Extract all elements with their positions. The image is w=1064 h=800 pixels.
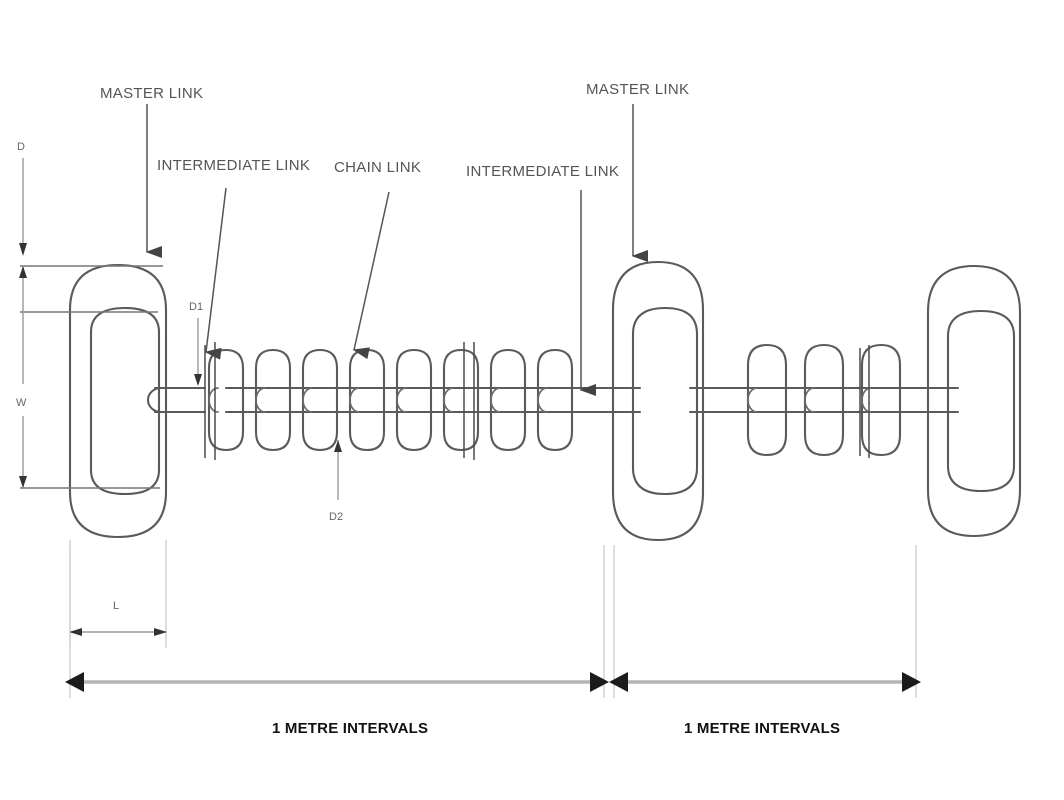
- dimension-d1-arrow: [194, 374, 202, 386]
- master-link-centre-shape: [598, 260, 762, 542]
- interval-dimensions: 1 METRE INTERVALS 1 METRE INTERVALS: [65, 545, 921, 737]
- interval-left-label: 1 METRE INTERVALS: [272, 720, 428, 737]
- dimension-d2: D2: [329, 440, 343, 523]
- chain-link: [746, 343, 788, 457]
- master-link-right-shape: [913, 264, 1022, 538]
- leader-chain-link: [352, 191, 390, 360]
- dimension-w-arrow-top: [19, 266, 27, 278]
- interval-right-arrow-start: [609, 672, 628, 692]
- chain-section-left: [224, 348, 627, 452]
- interval-left-arrow-start: [65, 672, 84, 692]
- chain-link: [254, 348, 292, 452]
- master-link-right-outer: [926, 264, 1022, 538]
- label-master-link-right: MASTER LINK: [586, 81, 689, 98]
- callout-labels: MASTER LINK INTERMEDIATE LINK CHAIN LINK…: [100, 81, 689, 180]
- chain-link: [803, 343, 845, 457]
- dimension-d1: D1: [189, 301, 203, 386]
- dimension-l-arrow-left: [69, 628, 82, 636]
- callout-leaders: [145, 104, 648, 396]
- master-link-left-inner: [89, 306, 161, 496]
- label-chain-link: CHAIN LINK: [334, 159, 421, 176]
- chain-link: [348, 348, 386, 452]
- dimension-d-arrow: [19, 243, 27, 256]
- interval-dimension-left: 1 METRE INTERVALS: [65, 672, 609, 737]
- dimension-d: D: [17, 141, 27, 256]
- dimension-d-label: D: [17, 141, 25, 153]
- interval-left-arrow-end: [590, 672, 609, 692]
- dimension-d2-arrow: [334, 440, 342, 452]
- label-intermediate-link-left: INTERMEDIATE LINK: [157, 157, 310, 174]
- chain-link: [395, 348, 433, 452]
- master-link-right-inner: [946, 309, 1016, 493]
- interval-dimension-right: 1 METRE INTERVALS: [609, 672, 921, 737]
- dimension-l-arrow-right: [154, 628, 167, 636]
- master-link-centre-inner: [631, 306, 699, 496]
- master-link-left-shank: [153, 386, 207, 414]
- chain-section-right: [743, 343, 947, 457]
- leader-intermediate-link-left: [204, 187, 227, 360]
- master-link-left-shank-cap: [146, 386, 163, 414]
- dimension-w-label-gap: [13, 384, 33, 416]
- master-link-left-shape: [68, 263, 207, 539]
- section-tick-marks: [204, 342, 870, 460]
- interval-right-label: 1 METRE INTERVALS: [684, 720, 840, 737]
- chain-assembly: [68, 260, 1022, 542]
- dimension-w-label: W: [16, 397, 27, 409]
- label-master-link-left: MASTER LINK: [100, 85, 203, 102]
- label-intermediate-link-right: INTERMEDIATE LINK: [466, 163, 619, 180]
- chain-link: [301, 348, 339, 452]
- dimension-w-arrow-bottom: [19, 476, 27, 488]
- master-link-centre-shank-left: [598, 386, 642, 414]
- master-link-centre-outer: [611, 260, 705, 542]
- chain-link: [442, 348, 480, 452]
- intermediate-link-right-shape: [860, 343, 902, 457]
- dimension-w: W: [13, 266, 33, 488]
- chain-link: [536, 348, 574, 452]
- chain-link-ovals-left: [254, 348, 574, 452]
- dimension-l-label: L: [113, 600, 119, 612]
- extension-lines-left: [20, 265, 163, 489]
- master-link-left-outer: [68, 263, 168, 539]
- chain-link: [489, 348, 527, 452]
- dimension-d1-label: D1: [189, 301, 203, 313]
- master-link-right-shank: [913, 386, 960, 414]
- dimension-d2-label: D2: [329, 511, 343, 523]
- interval-right-arrow-end: [902, 672, 921, 692]
